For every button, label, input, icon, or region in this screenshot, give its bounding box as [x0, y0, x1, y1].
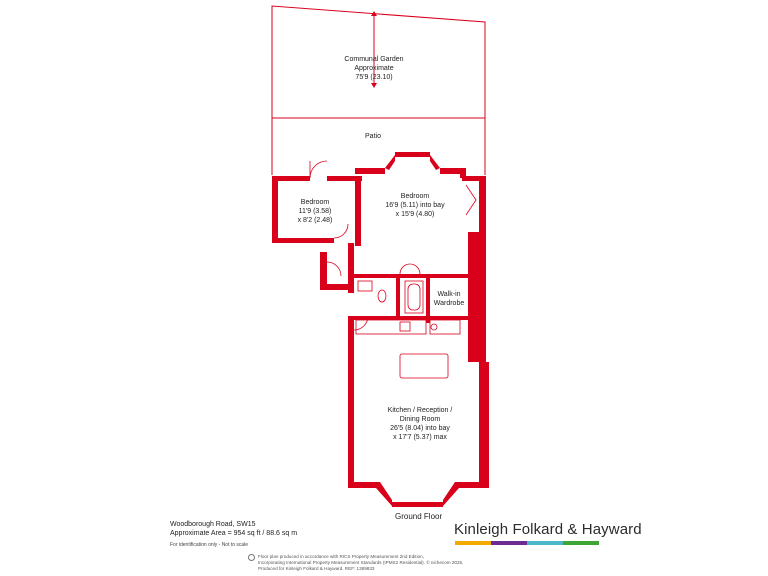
- footer-note: Floor plan produced in accordance with R…: [248, 554, 558, 572]
- kitchen-name: Kitchen / Reception /: [387, 407, 453, 414]
- brand-bar-purple: [491, 541, 527, 545]
- bedroom1-label: Bedroom 11'9 (3.58) x 8'2 (2.48): [280, 198, 350, 225]
- wardrobe-label: Walk-in Wardrobe: [430, 290, 468, 308]
- brand-name: Kinleigh Folkard & Hayward: [454, 521, 642, 538]
- fittings: [278, 153, 477, 505]
- brand-bar-green: [563, 541, 599, 545]
- bedroom2-dimension-2: x 15'9 (4.80): [395, 211, 435, 218]
- nichecom-logo-icon: [248, 554, 255, 561]
- patio-name: Patio: [365, 133, 381, 140]
- footer-line-3: Produced for Kinleigh Folkard & Hayward.…: [258, 566, 375, 571]
- footer-line-2: Incorporating International Property Mea…: [258, 560, 464, 565]
- kitchen-label: Kitchen / Reception / Dining Room 26'5 (…: [372, 406, 468, 442]
- bedroom2-label: Bedroom 16'9 (5.11) into bay x 15'9 (4.8…: [372, 192, 458, 219]
- brand-bar-teal: [527, 541, 563, 545]
- kitchen-dimension-2: x 17'7 (5.37) max: [393, 434, 447, 441]
- bedroom2-name: Bedroom: [400, 193, 430, 200]
- bedroom1-dimension-1: 11'9 (3.58): [298, 208, 332, 215]
- address-street: Woodborough Road, SW15: [170, 521, 256, 528]
- address-note: For identification only - Not to scale: [170, 542, 249, 548]
- floor-label: Ground Floor: [395, 512, 443, 521]
- wardrobe-line-1: Walk-in: [437, 291, 461, 298]
- dimension-arrow-bottom: [371, 83, 377, 88]
- garden-approx: Approximate: [354, 65, 394, 72]
- wardrobe-line-2: Wardrobe: [433, 300, 465, 307]
- walls: [272, 152, 489, 507]
- brand-bar-orange: [455, 541, 491, 545]
- patio-label: Patio: [358, 132, 388, 141]
- kitchen-dimension-1: 26'5 (8.04) into bay: [390, 425, 450, 432]
- footer-line-1: Floor plan produced in accordance with R…: [258, 554, 424, 559]
- bedroom1-dimension-2: x 8'2 (2.48): [297, 217, 333, 224]
- garden-label: Communal Garden Approximate 75'9 (23.10): [330, 55, 418, 82]
- garden-outline: [271, 5, 486, 175]
- dimension-arrow-top: [371, 11, 377, 16]
- bedroom2-dimension-1: 16'9 (5.11) into bay: [385, 202, 445, 209]
- address-block: Woodborough Road, SW15 Approximate Area …: [170, 520, 297, 550]
- garden-dimension: 75'9 (23.10): [355, 74, 393, 81]
- kitchen-name-2: Dining Room: [399, 416, 441, 423]
- garden-name: Communal Garden: [344, 56, 404, 63]
- bedroom1-name: Bedroom: [300, 199, 330, 206]
- address-area: Approximate Area = 954 sq ft / 88.6 sq m: [170, 530, 298, 537]
